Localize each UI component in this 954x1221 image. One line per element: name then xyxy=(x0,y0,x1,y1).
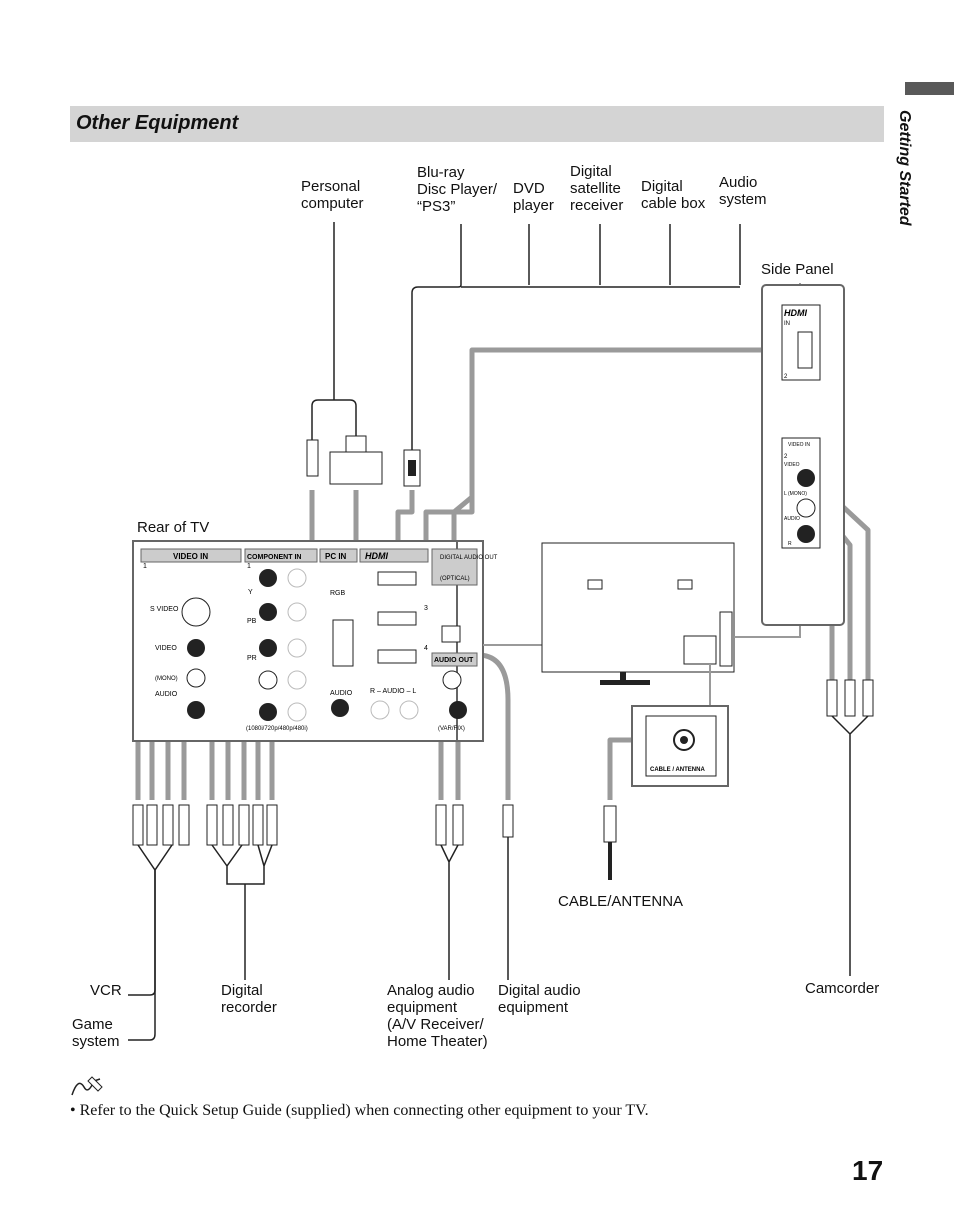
audio-mini-plug-icon xyxy=(306,439,319,477)
bottom-plugs xyxy=(132,679,874,846)
label-digital-recorder: Digital recorder xyxy=(221,982,277,1016)
svg-text:HDMI: HDMI xyxy=(365,551,388,561)
svg-text:PB: PB xyxy=(247,618,257,625)
svg-text:3: 3 xyxy=(424,605,428,612)
svg-text:1: 1 xyxy=(143,563,147,570)
svg-text:(1080i/720p/480p/480i): (1080i/720p/480p/480i) xyxy=(246,726,308,732)
label-side-panel: Side Panel xyxy=(761,261,834,278)
svg-text:COMPONENT IN: COMPONENT IN xyxy=(247,554,301,561)
svg-text:L (MONO): L (MONO) xyxy=(784,491,807,497)
svg-text:(VAR/FIX): (VAR/FIX) xyxy=(438,726,465,732)
hdmi-port-4 xyxy=(377,649,417,664)
rear-panel: VIDEO IN 1 COMPONENT IN 1 PC IN HDMI DIG… xyxy=(132,540,498,742)
label-game-system: Game system xyxy=(72,1016,120,1050)
page-number: 17 xyxy=(852,1155,884,1186)
svg-text:R – AUDIO – L: R – AUDIO – L xyxy=(370,688,416,695)
svg-text:1: 1 xyxy=(247,563,251,570)
svg-text:R: R xyxy=(788,541,792,547)
svg-text:CABLE / ANTENNA: CABLE / ANTENNA xyxy=(650,767,705,773)
side-tab-title: Getting Started xyxy=(896,110,913,226)
svg-text:VIDEO: VIDEO xyxy=(155,645,177,652)
hdmi-port-1 xyxy=(377,571,417,586)
label-bluray: Blu-ray Disc Player/ “PS3” xyxy=(417,164,498,215)
coax-plug-icon xyxy=(603,805,617,843)
optical-port xyxy=(441,625,461,643)
label-satellite: Digital satellite receiver xyxy=(570,163,624,214)
label-cablebox: Digital cable box xyxy=(641,178,706,212)
label-rear-of-tv: Rear of TV xyxy=(137,519,210,536)
note-text: • Refer to the Quick Setup Guide (suppli… xyxy=(70,1102,649,1119)
svg-text:2: 2 xyxy=(784,374,788,380)
side-tab-marker xyxy=(905,82,954,95)
label-camcorder: Camcorder xyxy=(805,980,880,997)
label-digital-audio: Digital audio equipment xyxy=(498,982,581,1016)
svg-text:VIDEO IN: VIDEO IN xyxy=(173,552,208,561)
section-title: Other Equipment xyxy=(76,112,239,134)
bottom-device-lines xyxy=(128,715,869,1041)
label-vcr: VCR xyxy=(90,982,122,999)
tv-rear-illustration xyxy=(483,283,801,706)
svg-text:VIDEO: VIDEO xyxy=(784,462,800,468)
svg-text:AUDIO OUT: AUDIO OUT xyxy=(434,657,474,664)
svg-text:4: 4 xyxy=(424,645,428,652)
svg-text:2: 2 xyxy=(784,454,788,460)
section-header: Other Equipment xyxy=(70,106,884,142)
svg-text:AUDIO: AUDIO xyxy=(155,691,178,698)
svg-text:S VIDEO: S VIDEO xyxy=(150,606,179,613)
svg-text:PC IN: PC IN xyxy=(325,552,347,561)
svg-text:RGB: RGB xyxy=(330,590,346,597)
side-hdmi-port xyxy=(797,331,813,369)
svg-text:IN: IN xyxy=(784,321,790,327)
svg-text:(OPTICAL): (OPTICAL) xyxy=(440,576,470,582)
svg-text:VIDEO IN: VIDEO IN xyxy=(788,442,810,448)
label-personal-computer: Personal computer xyxy=(301,178,364,212)
note-pencil-icon xyxy=(70,1075,104,1102)
svg-text:AUDIO: AUDIO xyxy=(330,690,353,697)
hdmi-port-3 xyxy=(377,611,417,626)
label-cable-antenna: CABLE/ANTENNA xyxy=(558,893,684,910)
hdmi-plug-icon xyxy=(403,449,421,487)
label-audio-system: Audio system xyxy=(719,174,767,208)
antenna-inset: CABLE / ANTENNA xyxy=(603,705,729,880)
side-panel: HDMI IN 2 VIDEO IN 2 VIDEO L (MONO) AUDI… xyxy=(761,284,845,626)
svg-text:PR: PR xyxy=(247,655,257,662)
svg-text:(MONO): (MONO) xyxy=(155,676,178,682)
svg-text:HDMI: HDMI xyxy=(784,308,807,318)
pc-cables xyxy=(306,399,383,485)
label-analog-audio: Analog audio equipment (A/V Receiver/ Ho… xyxy=(387,982,488,1050)
svg-text:Y: Y xyxy=(248,589,253,596)
svg-text:AUDIO: AUDIO xyxy=(784,516,800,522)
vga-plug-icon xyxy=(329,451,383,485)
svg-text:DIGITAL AUDIO OUT: DIGITAL AUDIO OUT xyxy=(440,555,498,561)
top-device-lines xyxy=(333,222,741,450)
label-dvd: DVD player xyxy=(513,180,554,214)
